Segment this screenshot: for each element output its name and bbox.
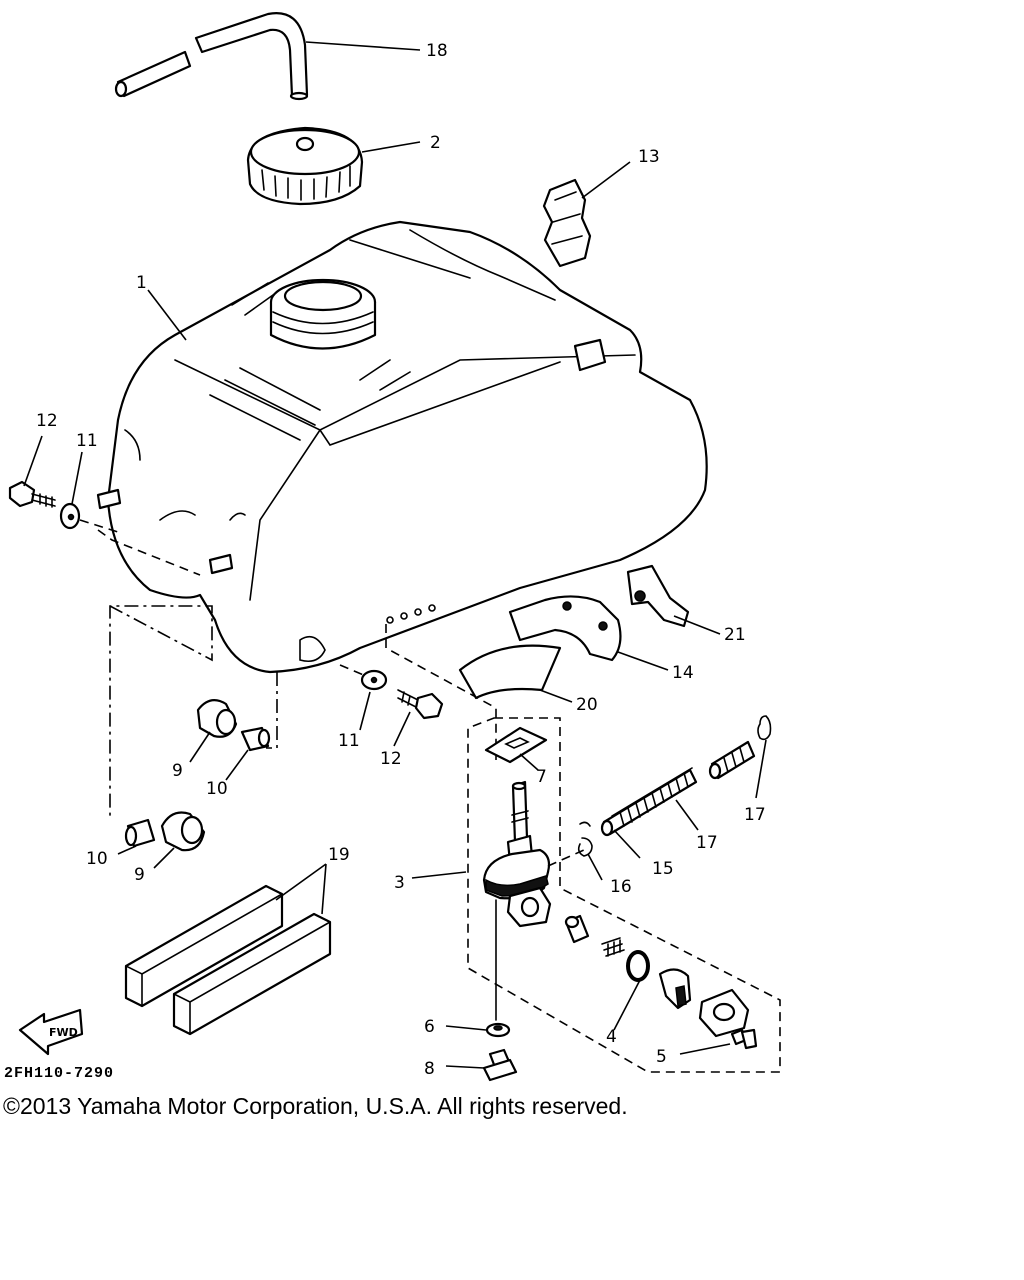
callout-12-lower: 12 — [380, 749, 402, 769]
washer-part-11-lower — [360, 669, 388, 691]
protector-part-17 — [611, 767, 697, 831]
pad-part-19-a — [124, 884, 284, 1008]
fwd-arrow-icon: FWD — [18, 1008, 84, 1056]
callout-19: 19 — [328, 845, 350, 865]
leader-lines — [23, 41, 767, 1069]
callout-16-lower: 16 — [610, 877, 632, 897]
o-ring-part-4 — [626, 950, 650, 982]
collar-part-10-lower — [124, 818, 156, 848]
guide-line — [339, 664, 367, 677]
fuel-cock-assembly-boundary — [467, 717, 781, 1073]
callout-10-lower: 10 — [86, 849, 108, 869]
clip-part-13 — [542, 178, 592, 268]
callout-15: 15 — [652, 859, 674, 879]
hose-part-15 — [600, 768, 698, 837]
fwd-label: FWD — [49, 1026, 78, 1039]
callout-17: 17 — [696, 833, 718, 853]
damper-part-20 — [458, 644, 562, 700]
pad-part-19-b — [172, 912, 332, 1036]
washer-part-7 — [485, 1022, 511, 1038]
callout-numbers: 18 2 13 1 12 11 21 14 20 11 12 9 10 10 9… — [36, 41, 766, 1079]
callout-9-upper: 9 — [172, 761, 183, 781]
drain-screw-part-8 — [482, 1048, 518, 1082]
callout-12-upper: 12 — [36, 411, 58, 431]
callout-21: 21 — [724, 625, 746, 645]
callout-4: 4 — [606, 1027, 617, 1047]
callout-11-lower: 11 — [338, 731, 360, 751]
mount-guide-right — [266, 672, 278, 749]
bracket-part-21 — [626, 564, 690, 628]
guide-line — [547, 849, 585, 867]
callout-8: 8 — [424, 1059, 435, 1079]
callout-10-upper: 10 — [206, 779, 228, 799]
breather-hose-part-18 — [114, 12, 309, 101]
callout-13: 13 — [638, 147, 660, 167]
guide-line — [79, 519, 119, 533]
washer-part-11-upper — [59, 502, 81, 530]
callout-7: 6 — [424, 1017, 435, 1037]
bolt-part-12-upper — [8, 480, 56, 508]
callout-6: 7 — [536, 767, 547, 787]
hose-end-part-15b — [708, 740, 756, 780]
callout-1: 1 — [136, 273, 147, 293]
fuel-cap-part-2 — [246, 126, 364, 206]
clip-part-16-upper — [757, 715, 772, 741]
callout-9-lower: 9 — [134, 865, 145, 885]
cock-internal-parts — [564, 914, 750, 1038]
guide-line — [97, 529, 201, 576]
diagram-code: 2FH110-7290 — [4, 1065, 114, 1082]
fuel-cock-part-3 — [482, 780, 552, 928]
callout-20: 20 — [576, 695, 598, 715]
fuel-tank-exploded-diagram: FWD 2FH110-7290 — [4, 12, 781, 1082]
callout-14: 14 — [672, 663, 694, 683]
clip-part-16-lower — [577, 821, 593, 857]
mount-guide-left — [109, 605, 213, 820]
callout-3: 3 — [394, 873, 405, 893]
band-part-14 — [508, 595, 622, 662]
fuel-tank-part-1 — [96, 220, 708, 674]
tank-holes — [386, 604, 436, 624]
bolt-part-12-lower — [397, 689, 444, 720]
grommet-part-9-lower — [160, 811, 206, 852]
grommet-part-9-upper — [196, 699, 238, 738]
copyright-notice: ©2013 Yamaha Motor Corporation, U.S.A. A… — [3, 1093, 628, 1119]
gasket-part-6 — [484, 726, 548, 764]
callout-18: 18 — [426, 41, 448, 61]
collar-part-10-upper — [240, 726, 271, 752]
callout-5: 5 — [656, 1047, 667, 1067]
callout-11-upper: 11 — [76, 431, 98, 451]
callout-2: 2 — [430, 133, 441, 153]
callout-16-upper: 17 — [744, 805, 766, 825]
screw-part-5 — [730, 1028, 758, 1050]
